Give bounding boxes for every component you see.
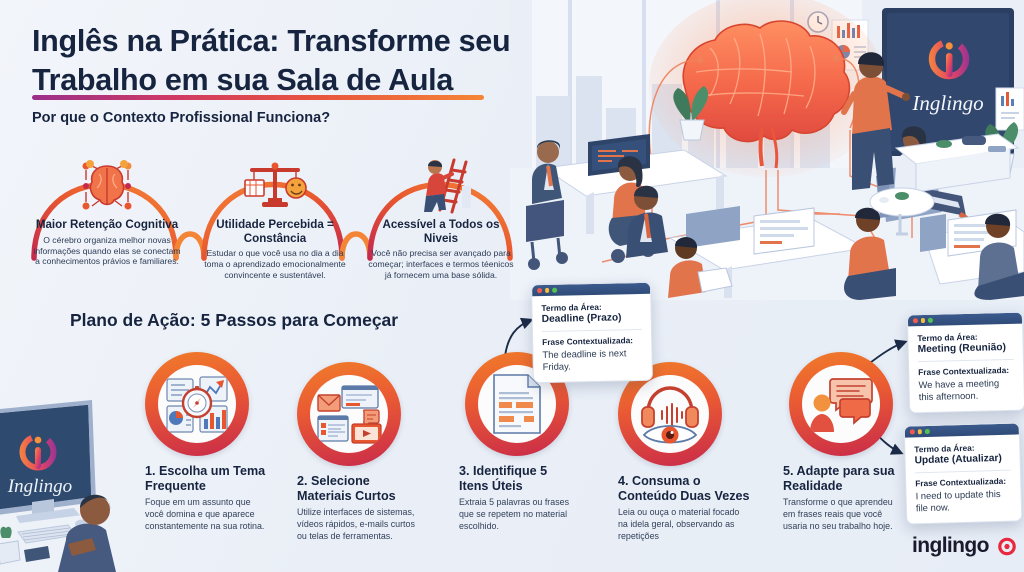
inglingo-circle-i-logo xyxy=(998,537,1016,556)
phrase-value: We have a meeting this afternoon. xyxy=(918,377,1000,403)
step-title: 5. Adapte para sua Realidade xyxy=(783,464,895,494)
close-dot-icon xyxy=(537,288,542,293)
divider xyxy=(914,469,1011,474)
step-desc: Utilize interfaces de sistemas, vídeos r… xyxy=(297,507,415,541)
compass-documents-icon xyxy=(158,365,236,443)
footer-logo: inglingo xyxy=(912,534,989,558)
step-desc: Leia ou ouça o material focado na idela … xyxy=(618,507,740,541)
divider xyxy=(541,328,642,333)
balance-scale-icon xyxy=(200,152,350,214)
popup-body: Termo da Área: Update (Atualizar) Frase … xyxy=(905,434,1021,523)
headphones-eye-icon xyxy=(631,375,709,453)
popup-card-deadline[interactable]: Termo da Área: Deadline (Prazo) Frase Co… xyxy=(530,281,654,383)
plant-left xyxy=(673,86,709,141)
term-value: Meeting (Reunião) xyxy=(917,342,1007,356)
close-dot-icon xyxy=(912,318,918,324)
step-ring xyxy=(145,352,249,456)
step-2[interactable]: 2. Selecione Materiais Curtos Utilize in… xyxy=(297,362,417,542)
step-title: 4. Consuma o Conteúdo Duas Vezes xyxy=(618,474,750,504)
office-scene-svg: Inglingo xyxy=(510,0,1024,300)
step-title: 3. Identifique 5 Itens Úteis xyxy=(459,464,548,494)
phrase-label: Frase Contextualizada: xyxy=(918,364,1010,378)
benefit-desc: Você não precisa ser avançado para começ… xyxy=(368,248,514,280)
person-speech-bubbles-icon xyxy=(802,365,880,443)
close-dot-icon xyxy=(909,429,915,435)
minimize-dot-icon xyxy=(544,288,550,293)
email-video-chat-icon xyxy=(310,375,388,453)
benefit-title: Utilidade Percebida = Constância xyxy=(216,218,334,245)
section-subtitle: Por que o Contexto Profissional Funciona… xyxy=(32,110,331,126)
benefit-title: Maior Retenção Cognitiva xyxy=(35,218,179,231)
desk-person xyxy=(58,494,116,572)
step-title: 1. Escolha um Tema Frequente xyxy=(145,464,266,494)
svg-text:Inglingo: Inglingo xyxy=(7,476,72,497)
benefit-card-1: Maior Retenção Cognitiva O cérebro organ… xyxy=(32,152,182,267)
ladder-climb-icon xyxy=(366,152,516,214)
maximize-dot-icon xyxy=(552,287,557,293)
wall-screen: Inglingo xyxy=(882,8,1014,156)
popup-card-meeting[interactable]: Termo da Área: Meeting (Reunião) Frase C… xyxy=(906,311,1024,414)
phrase-label: Frase Contextualizada: xyxy=(542,335,634,348)
step-desc: Foque em um assunto que você domina e qu… xyxy=(145,497,265,531)
desk-illustration: Inglingo xyxy=(0,398,122,572)
brain-network-icon xyxy=(32,152,182,214)
maximize-dot-icon xyxy=(924,429,930,434)
benefit-desc: Estudar o que você usa no dia a dia toma… xyxy=(204,248,346,280)
desk-scene-svg: Inglingo xyxy=(0,400,122,572)
benefit-title: Acessível a Todos os Niveis xyxy=(382,218,500,245)
glowing-brain-icon xyxy=(682,20,851,169)
step-title: 2. Selecione Materiais Curtos xyxy=(297,474,396,504)
presenter-visible xyxy=(841,52,910,190)
step-ring xyxy=(789,352,893,456)
minimize-dot-icon xyxy=(920,318,926,323)
phrase-value: The deadline is next Friday. xyxy=(542,347,627,372)
arrow-step3-to-popup1 xyxy=(504,317,534,357)
svg-text:Inglingo: Inglingo xyxy=(911,91,983,115)
term-label: Termo da Área: xyxy=(541,301,602,314)
round-table xyxy=(869,187,935,236)
popup-card-update[interactable]: Termo da Área: Update (Atualizar) Frase … xyxy=(903,422,1023,525)
worker-center-suited xyxy=(626,185,668,258)
worker-left-1 xyxy=(532,140,562,204)
divider xyxy=(917,358,1014,363)
step-4[interactable]: 4. Consuma o Conteúdo Duas Vezes Leia ou… xyxy=(618,362,750,542)
benefit-card-3: Acessível a Todos os Niveis Você não pre… xyxy=(366,152,516,281)
page-title: Inglês na Prática: Transforme seu Trabal… xyxy=(32,24,511,98)
plan-heading: Plano de Ação: 5 Passos para Começar xyxy=(70,310,399,330)
office-illustration: Inglingo xyxy=(510,0,1024,300)
step-5[interactable]: 5. Adapte para sua Realidade Transforme … xyxy=(783,352,903,532)
popup-body: Termo da Área: Meeting (Reunião) Frase C… xyxy=(908,324,1024,412)
step-ring xyxy=(297,362,401,466)
benefits-section: Maior Retenção Cognitiva O cérebro organ… xyxy=(18,140,538,305)
laptop-person-front xyxy=(668,237,733,298)
phrase-label: Frase Contextualizada: xyxy=(915,475,1007,489)
step-desc: Extraia 5 palavras ou frases que se repe… xyxy=(459,497,570,531)
term-value: Deadline (Prazo) xyxy=(541,312,622,326)
brand-name: inglingo xyxy=(912,534,989,557)
chair-left xyxy=(526,200,568,270)
step-desc: Transforme o que aprendeu em frases reai… xyxy=(783,497,893,531)
popup-body: Termo da Área: Deadline (Prazo) Frase Co… xyxy=(532,294,652,382)
worker-right xyxy=(974,213,1024,300)
phrase-value: I need to update this file now. xyxy=(915,487,1001,514)
credenza xyxy=(894,133,1020,193)
benefit-card-2: Utilidade Percebida = Constância Estudar… xyxy=(200,152,350,281)
right-wall-poster xyxy=(995,87,1024,131)
step-ring xyxy=(618,362,722,466)
benefit-desc: O cérebro organiza melhor novas informaç… xyxy=(33,234,181,267)
step-1[interactable]: 1. Escolha um Tema Frequente Foque em um… xyxy=(139,352,265,532)
title-underline xyxy=(32,95,484,100)
term-value: Update (Atualizar) xyxy=(914,452,1002,467)
maximize-dot-icon xyxy=(927,318,933,323)
minimize-dot-icon xyxy=(917,429,922,435)
worker-center-orange xyxy=(844,207,896,300)
